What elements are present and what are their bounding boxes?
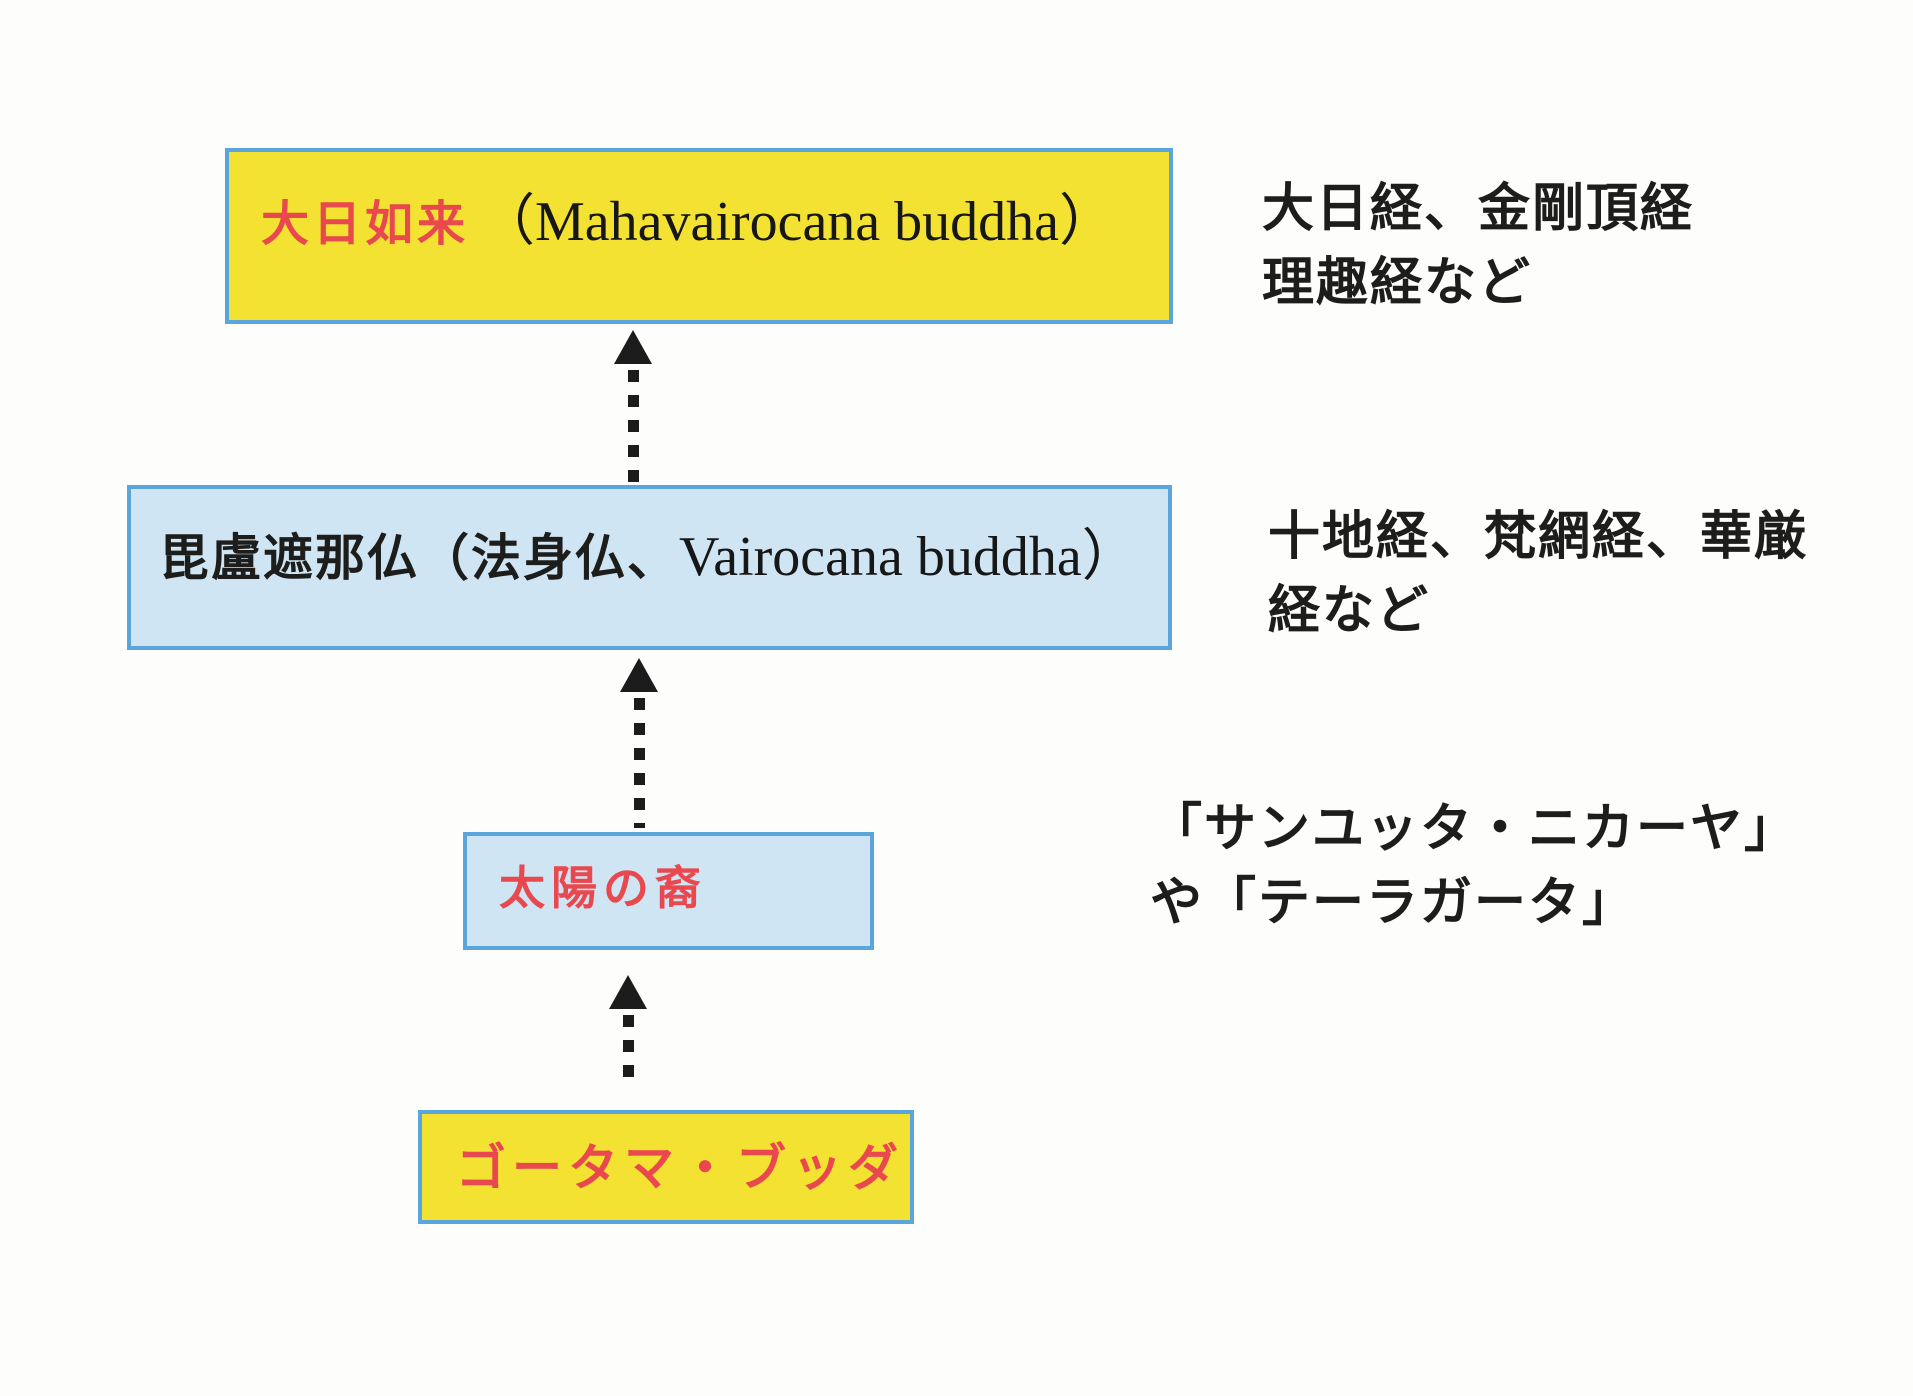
annotation-line: 経など [1268, 582, 1431, 640]
node-title: ゴータマ・ブッダ [456, 1140, 904, 1196]
node-title: 太陽の裔 [499, 862, 707, 914]
annotation-line: 「サンユッタ・ニカーヤ」 [1150, 800, 1799, 858]
dashed-arrow-shaft [622, 1015, 634, 1081]
arrowhead-icon [620, 658, 658, 692]
up-arrow-sun-descendant-to-vairocana [620, 658, 658, 828]
node-gotama-buddha: ゴータマ・ブッダ [418, 1110, 914, 1224]
annotation-line: 十地経、梵網経、華厳 [1268, 508, 1809, 566]
up-arrow-vairocana-to-mahavairocana [614, 330, 652, 488]
annotation-esoteric-sutras: 大日経、金剛頂経 理趣経など [1262, 172, 1694, 320]
node-vairocana-buddha: 毘盧遮那仏（法身仏、 Vairocana buddha） [127, 485, 1172, 650]
arrowhead-icon [614, 330, 652, 364]
node-title: 大日如来 [261, 198, 470, 251]
node-title: 毘盧遮那仏（法身仏、 [159, 530, 679, 586]
node-descendant-of-the-sun: 太陽の裔 [463, 832, 874, 950]
arrowhead-icon [609, 975, 647, 1009]
node-mahavairocana-buddha: 大日如来 （Mahavairocana buddha） [225, 148, 1173, 324]
annotation-kegon-sutras: 十地経、梵網経、華厳 経など [1268, 500, 1808, 648]
annotation-pali-texts: 「サンユッタ・ニカーヤ」 や「テーラガータ」 [1150, 792, 1798, 940]
dashed-arrow-shaft [633, 698, 645, 828]
annotation-line: や「テーラガータ」 [1150, 874, 1637, 932]
dashed-arrow-shaft [627, 370, 639, 488]
node-subtitle: （Mahavairocana buddha） [479, 191, 1116, 253]
node-subtitle: Vairocana buddha） [679, 526, 1138, 588]
annotation-line: 大日経、金剛頂経 [1262, 180, 1695, 238]
annotation-line: 理趣経など [1262, 254, 1533, 312]
up-arrow-gotama-to-sun-descendant [609, 975, 647, 1081]
